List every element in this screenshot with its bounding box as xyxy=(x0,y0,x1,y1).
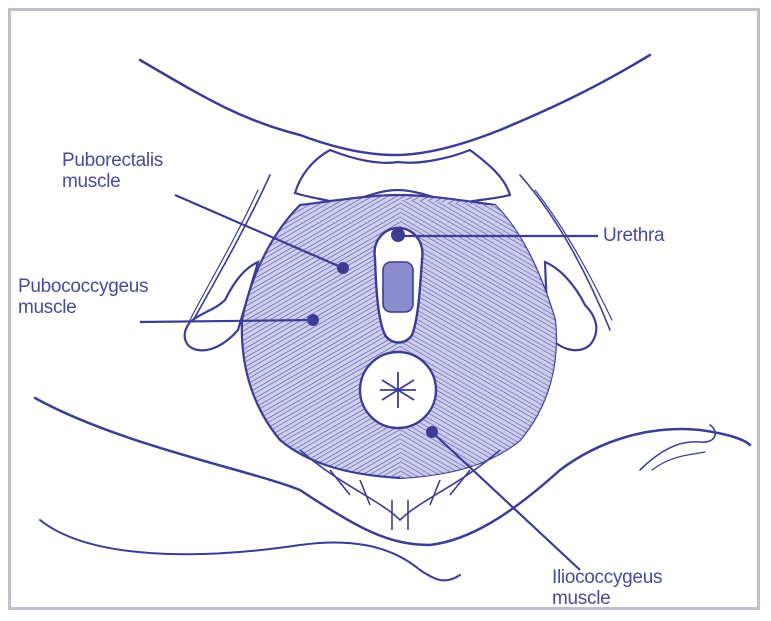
iliococcygeus-leader xyxy=(432,432,580,570)
puborectalis-label-line2: muscle xyxy=(62,171,163,192)
iliococcygeus-label: Iliococcygeus muscle xyxy=(552,567,662,609)
puborectalis-marker xyxy=(337,262,349,274)
puborectalis-label-line1: Puborectalis xyxy=(62,150,163,171)
pubococcygeus-label: Pubococcygeus muscle xyxy=(18,276,148,318)
urethra-label: Urethra xyxy=(603,225,664,246)
iliococcygeus-marker xyxy=(426,426,438,438)
iliococcygeus-label-line2: muscle xyxy=(552,588,662,609)
pubococcygeus-label-line2: muscle xyxy=(18,297,148,318)
puborectalis-label: Puborectalis muscle xyxy=(62,150,163,192)
vaginal-canal xyxy=(383,262,413,312)
upper-contour xyxy=(140,55,650,155)
pubococcygeus-marker xyxy=(307,314,319,326)
pubococcygeus-label-line1: Pubococcygeus xyxy=(18,276,148,297)
iliococcygeus-label-line1: Iliococcygeus xyxy=(552,567,662,588)
